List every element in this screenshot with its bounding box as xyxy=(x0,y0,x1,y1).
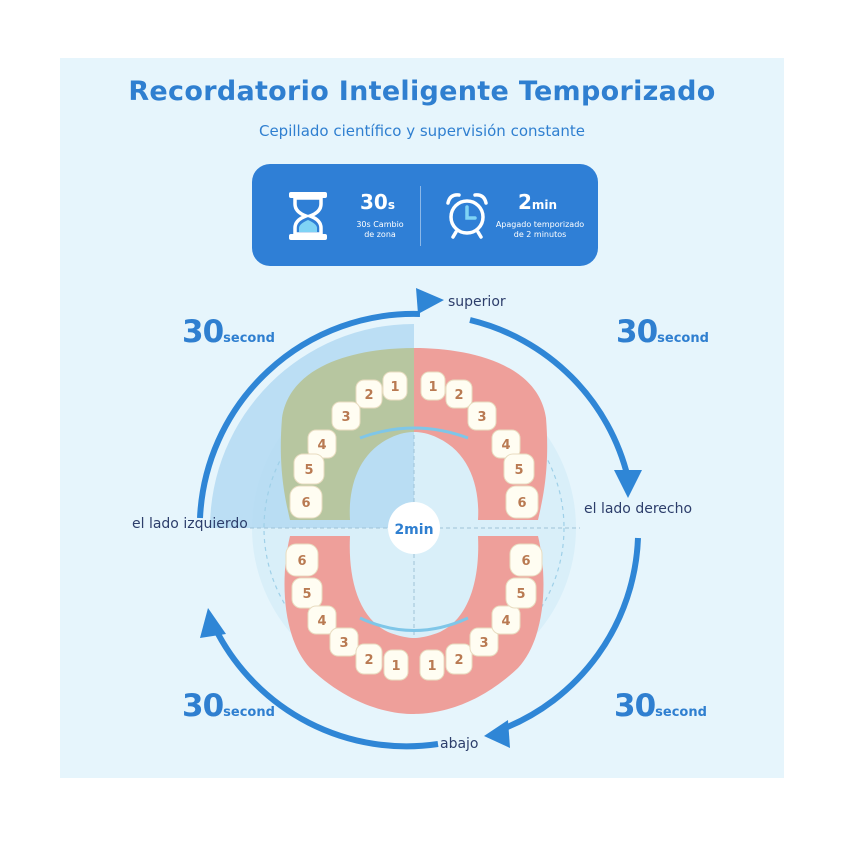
zone-value: 30s xyxy=(360,190,395,214)
tooth-number: 1 xyxy=(390,380,399,395)
tooth-number: 6 xyxy=(297,554,306,569)
label-bottom: abajo xyxy=(440,736,479,752)
tooth-number: 3 xyxy=(479,636,488,651)
upper-teeth-right xyxy=(420,371,539,519)
upper-teeth-left xyxy=(289,371,408,519)
arrow-bottom-right xyxy=(498,537,641,733)
arrow-head-left xyxy=(200,608,226,638)
tooth-number: 6 xyxy=(517,496,526,511)
tooth-number: 5 xyxy=(516,587,525,602)
tooth-number: 6 xyxy=(521,554,530,569)
lower-tongue-line xyxy=(359,616,469,632)
label-left-side: el lado izquierdo xyxy=(132,516,248,532)
timer-value: 2min xyxy=(518,190,558,214)
arrow-top-left xyxy=(197,310,421,519)
arrow-head-top xyxy=(416,288,444,314)
tooth-number: 4 xyxy=(317,614,326,629)
seconds-label-bottom-right: 30second xyxy=(614,688,707,724)
seconds-label-top-left: 30second xyxy=(182,314,275,350)
tooth-number: 6 xyxy=(301,496,310,511)
tooth-number: 2 xyxy=(364,388,373,403)
page-title: Recordatorio Inteligente Temporizado xyxy=(128,76,716,107)
tooth-number: 1 xyxy=(391,659,400,674)
label-superior: superior xyxy=(448,294,506,310)
info-divider xyxy=(420,186,421,246)
lower-teeth-left xyxy=(285,543,409,681)
seconds-label-bottom-left: 30second xyxy=(182,688,275,724)
tooth-number: 3 xyxy=(341,410,350,425)
center-circle xyxy=(388,502,440,554)
arrow-head-bottom xyxy=(484,720,510,748)
tooth-number: 4 xyxy=(501,614,510,629)
tooth-number: 1 xyxy=(427,659,436,674)
tooth-number: 3 xyxy=(477,410,486,425)
lower-teeth-right xyxy=(419,543,543,681)
brushing-diagram: 2min xyxy=(197,288,642,750)
arrow-head-right xyxy=(614,470,642,498)
alarm-clock-icon xyxy=(446,193,488,239)
hourglass-icon xyxy=(289,192,327,240)
page-subtitle: Cepillado científico y supervisión const… xyxy=(258,122,586,140)
tooth-number: 4 xyxy=(317,438,326,453)
tooth-number: 5 xyxy=(304,463,313,478)
tooth-number: 5 xyxy=(514,463,523,478)
center-label: 2min xyxy=(394,522,433,538)
arrow-top-right xyxy=(469,317,631,479)
label-right-side: el lado derecho xyxy=(584,501,693,517)
tooth-number: 2 xyxy=(454,388,463,403)
tooth-number: 5 xyxy=(302,587,311,602)
tooth-number: 3 xyxy=(339,636,348,651)
tooth-number: 2 xyxy=(454,653,463,668)
tooth-number: 4 xyxy=(501,438,510,453)
tooth-number: 2 xyxy=(364,653,373,668)
tooth-number: 1 xyxy=(428,380,437,395)
seconds-label-top-right: 30second xyxy=(616,314,709,350)
infographic-panel: Recordatorio Inteligente Temporizado Cep… xyxy=(60,58,784,778)
lower-gum xyxy=(284,536,544,714)
arrow-bottom-left xyxy=(213,628,439,750)
upper-palate-line xyxy=(359,426,469,440)
